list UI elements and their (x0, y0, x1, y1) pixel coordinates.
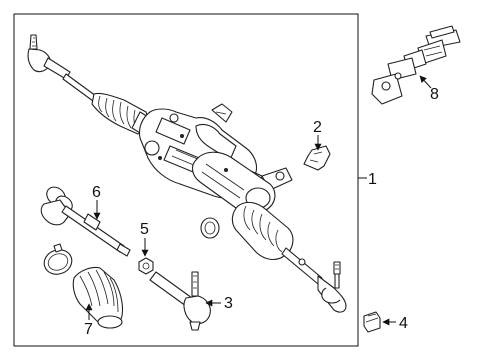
callout-2: 2 (313, 119, 322, 136)
motor-gear-housing (138, 103, 293, 215)
right-tie-rod (281, 247, 323, 285)
part-5-nut (138, 257, 154, 275)
fitting-dot (158, 156, 162, 160)
part-4-bushing (363, 311, 381, 333)
right-tie-rod-end (298, 258, 347, 313)
callout-1: 1 (368, 171, 377, 188)
part-2-clip (303, 145, 331, 171)
callout-6: 6 (92, 184, 101, 201)
part-8-shaft-joint (371, 25, 461, 105)
part-6-inner-tie-rod (40, 186, 131, 257)
assembly-frame (13, 13, 359, 347)
left-tie-rod-end (27, 34, 71, 80)
callout-8: 8 (430, 86, 439, 103)
callout-7: 7 (84, 321, 93, 338)
callout-3: 3 (224, 295, 233, 312)
grommet (200, 217, 220, 239)
fitting-dot (180, 134, 184, 138)
steering-rack-assembly (27, 34, 347, 313)
callout-8-arrow (419, 75, 432, 89)
callout-5: 5 (140, 221, 149, 238)
part-3-tie-rod-end (149, 271, 211, 331)
left-tie-rod (62, 73, 97, 102)
callout-4: 4 (399, 315, 408, 332)
fitting-dot (224, 168, 228, 172)
part-7-boot-kit (43, 243, 124, 329)
